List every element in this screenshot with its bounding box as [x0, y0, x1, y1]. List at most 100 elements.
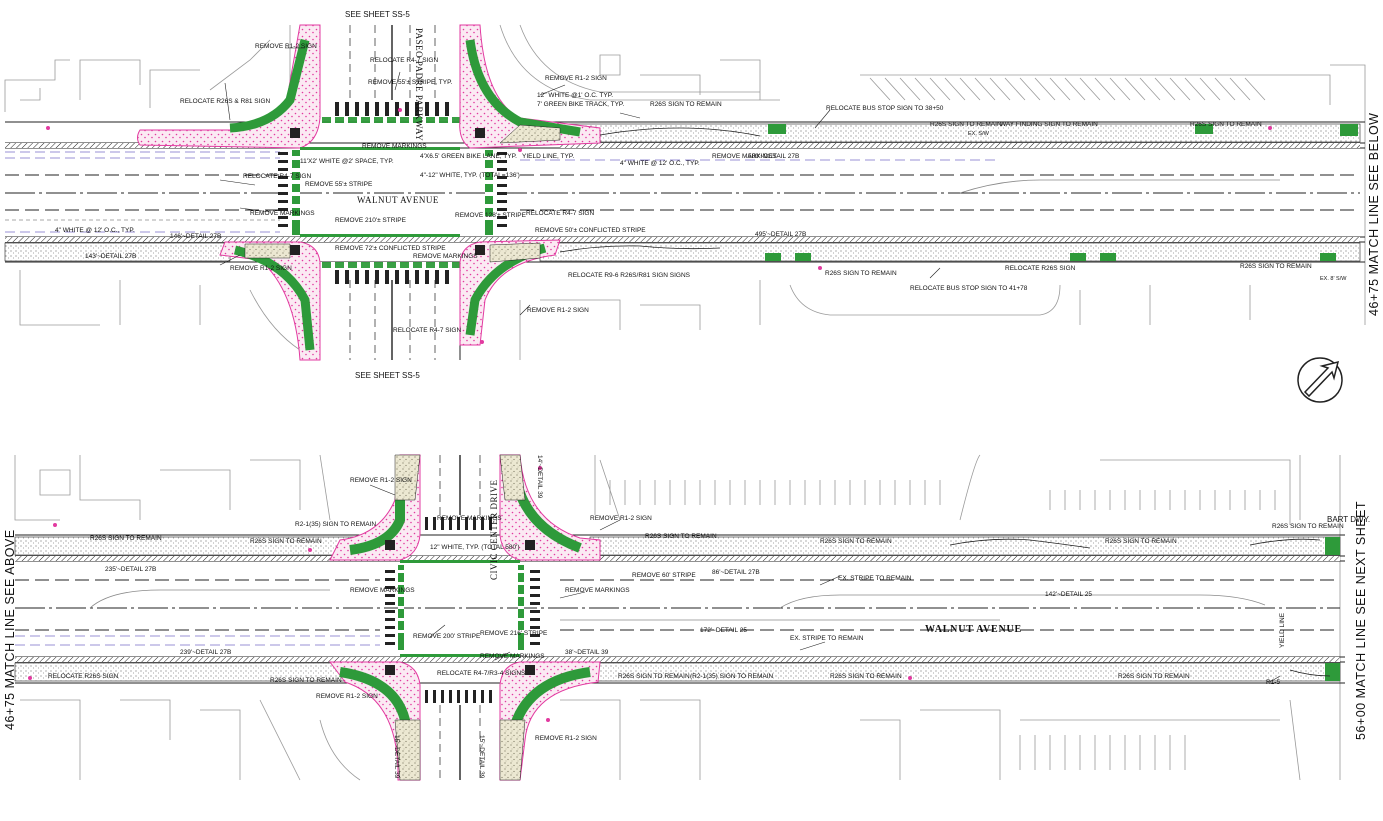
note-remove-markings-1: REMOVE MARKINGS — [350, 587, 415, 594]
note-remove-72: REMOVE 72'± CONFLICTED STRIPE — [335, 245, 446, 252]
bottom-north-buffer — [15, 556, 1340, 561]
note-r1-5: R1-5 — [1266, 679, 1280, 686]
bottom-context-lines — [14, 454, 1341, 781]
note-ex-8-sw: EX. 8' S/W — [1320, 276, 1347, 282]
top-walnut-label: WALNUT AVENUE — [357, 195, 439, 205]
note-r26s-remain-3: R26S SIGN TO REMAIN — [1190, 121, 1262, 128]
note-r26s-remain-1: R26S SIGN TO REMAIN — [90, 535, 162, 542]
top-green-bike-lanes — [300, 124, 1358, 261]
note-r26s-remain-3: R26S SIGN TO REMAIN — [645, 533, 717, 540]
note-white-12-oc: 12" WHITE @1' O.C. TYP. — [537, 92, 613, 99]
note-detail-495: 495'~DETAIL 27B — [755, 231, 806, 238]
top-cross-lane-lines — [349, 25, 436, 360]
top-lane-lines — [5, 174, 1360, 211]
bottom-match-line-left: 46+75 MATCH LINE SEE ABOVE — [3, 529, 17, 730]
note-detail-38: 38'~DETAIL 39 — [565, 649, 609, 656]
top-south-sidewalk — [539, 242, 1361, 262]
note-ex-stripe-remain-1: EX. STRIPE TO REMAIN — [838, 575, 912, 582]
note-remove-r1-2-bottom: REMOVE R1-2 SIGN — [527, 307, 589, 314]
note-remove-markings-2: REMOVE MARKINGS — [362, 143, 427, 150]
note-remove-200: REMOVE 200' STRIPE — [413, 633, 481, 640]
note-remove-markings-4: REMOVE MARKINGS — [480, 653, 545, 660]
top-south-buffer — [5, 237, 1360, 242]
top-parking-stalls — [869, 77, 1266, 101]
note-detail-38-v2: 15'~DETAIL 39 — [478, 735, 485, 779]
bottom-see-sheet-ref: SEE SHEET SS-5 — [355, 371, 420, 380]
note-way-finding: WAY FINDING SIGN TO REMAIN — [1000, 121, 1098, 128]
note-green-4x65: 4'X6.5' GREEN BIKE LANE, TYP. — [420, 153, 517, 160]
note-relocate-r26s-2: RELOCATE R26S SIGN — [1005, 265, 1076, 272]
bottom-purple-lane-lines — [15, 635, 380, 646]
note-r26s-remain-4: R26S SIGN TO REMAIN — [820, 538, 892, 545]
note-remove-r1-2-top: REMOVE R1-2 SIGN — [255, 43, 317, 50]
note-yield-line: YIELD LINE — [1279, 612, 1286, 648]
note-relocate-bus-stop: RELOCATE BUS STOP SIGN TO 38+50 — [826, 105, 944, 112]
note-remove-r1-2-tl: REMOVE R1-2 SIGN — [350, 477, 412, 484]
note-white-12-total: 12" WHITE, TYP. (TOTAL 580') — [430, 544, 520, 551]
note-remove-markings-4: REMOVE MARKINGS — [413, 253, 478, 260]
note-detail-239: 239'~DETAIL 27B — [180, 649, 231, 656]
bottom-match-line-right: 56+00 MATCH LINE SEE NEXT SHEET — [1354, 501, 1368, 740]
note-r26s-remain-7: R26S SIGN TO REMAIN — [270, 677, 342, 684]
note-relocate-r26s: RELOCATE R26S SIGN — [48, 673, 119, 680]
note-remove-55-2: REMOVE 55'± STRIPE — [305, 181, 373, 188]
note-detail-580: 580'~DETAIL 27B — [748, 153, 799, 160]
note-remove-r1-2-br: REMOVE R1-2 SIGN — [535, 735, 597, 742]
note-relocate-r4-7-left: RELOCATE R4-7 SIGN — [243, 173, 311, 180]
note-remove-50: REMOVE 50'± CONFLICTED STRIPE — [535, 227, 646, 234]
note-r26s-remain-top: R26S SIGN TO REMAIN — [650, 101, 722, 108]
note-remove-128: REMOVE 128'± STRIPE — [455, 212, 527, 219]
note-remove-r1-2-right: REMOVE R1-2 SIGN — [545, 75, 607, 82]
bottom-leaders — [369, 484, 1281, 683]
bottom-cross-lane-lines — [439, 455, 481, 780]
top-see-sheet-ref: SEE SHEET SS-5 — [345, 10, 410, 19]
note-detail-86: 86'~DETAIL 27B — [712, 569, 760, 576]
note-remove-markings-1: REMOVE MARKINGS — [712, 153, 777, 160]
note-detail-235: 235'~DETAIL 27B — [105, 566, 156, 573]
note-relocate-r4-7-bottom: RELOCATE R4-7 SIGN — [393, 327, 461, 334]
note-white-4-12: 4"-12" WHITE, TYP. (TOTAL=136') — [420, 172, 520, 179]
note-relocate-r4-7-top: RELOCATE R4-7 SIGN — [370, 57, 438, 64]
note-r26s-remain-10: R26S SIGN TO REMAIN — [1118, 673, 1190, 680]
note-r2-1-35: R2-1(35) SIGN TO REMAIN — [295, 521, 376, 528]
top-crosswalks — [278, 102, 507, 284]
note-ex-sw: EX. S/W — [968, 131, 990, 137]
bottom-south-buffer — [15, 657, 1340, 662]
bottom-walnut-label: WALNUT AVENUE — [925, 624, 1022, 635]
civic-center-label: CIVIC CENTER DRIVE — [489, 480, 499, 581]
note-remove-60: REMOVE 60' STRIPE — [632, 572, 696, 579]
note-yield-line: YIELD LINE, TYP. — [522, 153, 574, 160]
note-relocate-r4-7: RELOCATE R4-7/R3-4 SIGNS — [437, 670, 526, 677]
note-r26s-remain-2: R26S SIGN TO REMAIN — [250, 538, 322, 545]
note-detail-172: 172'~DETAIL 25 — [700, 627, 747, 634]
note-relocate-r26s: RELOCATE R26S & R81 SIGN — [180, 98, 270, 105]
note-r26s-remain-9: R26S SIGN TO REMAIN — [830, 673, 902, 680]
bottom-corner-islands — [329, 454, 601, 781]
note-remove-markings-3: REMOVE MARKINGS — [565, 587, 630, 594]
note-r26s-remain-6: R26S SIGN TO REMAIN — [1272, 523, 1344, 530]
note-r26s-remain-2: R26S SIGN TO REMAIN — [930, 121, 1002, 128]
note-r26s-remain-8: R26S SIGN TO REMAIN — [618, 673, 690, 680]
note-detail-14: 14'~DETAIL 39 — [536, 455, 543, 499]
bottom-lane-lines — [15, 579, 1340, 631]
note-remove-210: REMOVE 210'± STRIPE — [335, 217, 407, 224]
bottom-parking-stalls — [609, 480, 1276, 770]
top-pink-markers — [46, 108, 1272, 344]
top-annotations: REMOVE R1-2 SIGN RELOCATE R4-7 SIGN REMO… — [55, 43, 1347, 334]
note-white-4-12oc: 4" WHITE @ 12' O.C., TYP. — [620, 160, 700, 167]
note-remove-r1-2-bl: REMOVE R1-2 SIGN — [316, 693, 378, 700]
bottom-green-bike-lanes — [400, 537, 1340, 681]
note-remove-216: REMOVE 216' STRIPE — [480, 630, 548, 637]
paseo-padre-label: PASEO PADRE PARKWAY — [414, 28, 424, 141]
note-r26s-remain-bottom-2: R26S SIGN TO REMAIN — [1240, 263, 1312, 270]
note-white-11x2: 11'X2' WHITE @2' SPACE, TYP. — [300, 158, 394, 165]
note-green-bike-track: 7' GREEN BIKE TRACK, TYP. — [537, 101, 624, 108]
note-remove-r1-2-bl: REMOVE R1-2 SIGN — [230, 265, 292, 272]
note-detail-146: 146'~DETAIL 27B — [170, 233, 221, 240]
note-ex-stripe-remain-2: EX. STRIPE TO REMAIN — [790, 635, 864, 642]
top-leaders — [219, 47, 941, 316]
note-r2-1-35-b: (R2-1(35) SIGN TO REMAIN — [690, 673, 773, 680]
note-r26s-remain-bottom: R26S SIGN TO REMAIN — [825, 270, 897, 277]
